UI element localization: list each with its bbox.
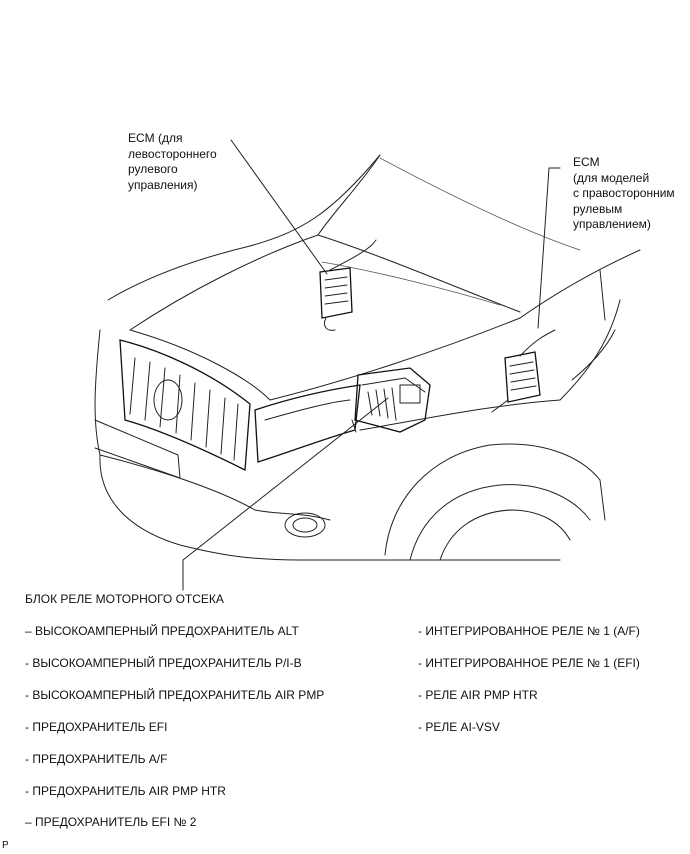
- relay-item: - ИНТЕГРИРОВАННОЕ РЕЛЕ № 1 (EFI): [418, 656, 640, 670]
- relay-item: - ВЫСОКОАМПЕРНЫЙ ПРЕДОХРАНИТЕЛЬ P/I-B: [25, 656, 302, 670]
- callout-line: с правосторонним: [573, 186, 675, 200]
- relay-block-title: БЛОК РЕЛЕ МОТОРНОГО ОТСЕКА: [25, 592, 224, 606]
- callout-line: рулевого: [128, 162, 178, 176]
- relay-item: - ВЫСОКОАМПЕРНЫЙ ПРЕДОХРАНИТЕЛЬ AIR PMP: [25, 688, 325, 702]
- ecm-left-component: [319, 239, 377, 331]
- callout-line: левостороннего: [128, 146, 217, 161]
- engine-room-relay-block: [351, 367, 431, 433]
- relay-item: - ПРЕДОХРАНИТЕЛЬ AIR PMP HTR: [25, 784, 226, 798]
- leader-lines: [182, 139, 561, 591]
- callout-line: рулевым: [573, 201, 623, 216]
- callout-line: ECM: [573, 155, 600, 169]
- ecm-right-callout: ECM (для моделей с правосторонним рулевы…: [573, 155, 675, 233]
- callout-line: управлением): [573, 217, 651, 231]
- relay-item: – ПРЕДОХРАНИТЕЛЬ EFI № 2: [25, 815, 197, 829]
- ecm-left-callout: ECM (для левостороннего рулевого управле…: [128, 131, 217, 193]
- relay-item: - ПРЕДОХРАНИТЕЛЬ A/F: [25, 752, 168, 766]
- relay-item: - ИНТЕГРИРОВАННОЕ РЕЛЕ № 1 (A/F): [418, 624, 640, 638]
- relay-item: – ВЫСОКОАМПЕРНЫЙ ПРЕДОХРАНИТЕЛЬ ALT: [25, 624, 299, 638]
- callout-line: управления): [128, 177, 198, 192]
- callout-line: ECM (для: [128, 131, 183, 145]
- corner-mark: P: [2, 840, 9, 851]
- callout-line: (для моделей: [573, 170, 650, 185]
- vehicle-outline: [94, 154, 641, 561]
- relay-item: - ПРЕДОХРАНИТЕЛЬ EFI: [25, 720, 168, 734]
- ecm-right-component: [491, 329, 556, 413]
- relay-item: - РЕЛЕ AIR PMP HTR: [418, 688, 538, 702]
- relay-item: - РЕЛЕ AI-VSV: [418, 720, 500, 734]
